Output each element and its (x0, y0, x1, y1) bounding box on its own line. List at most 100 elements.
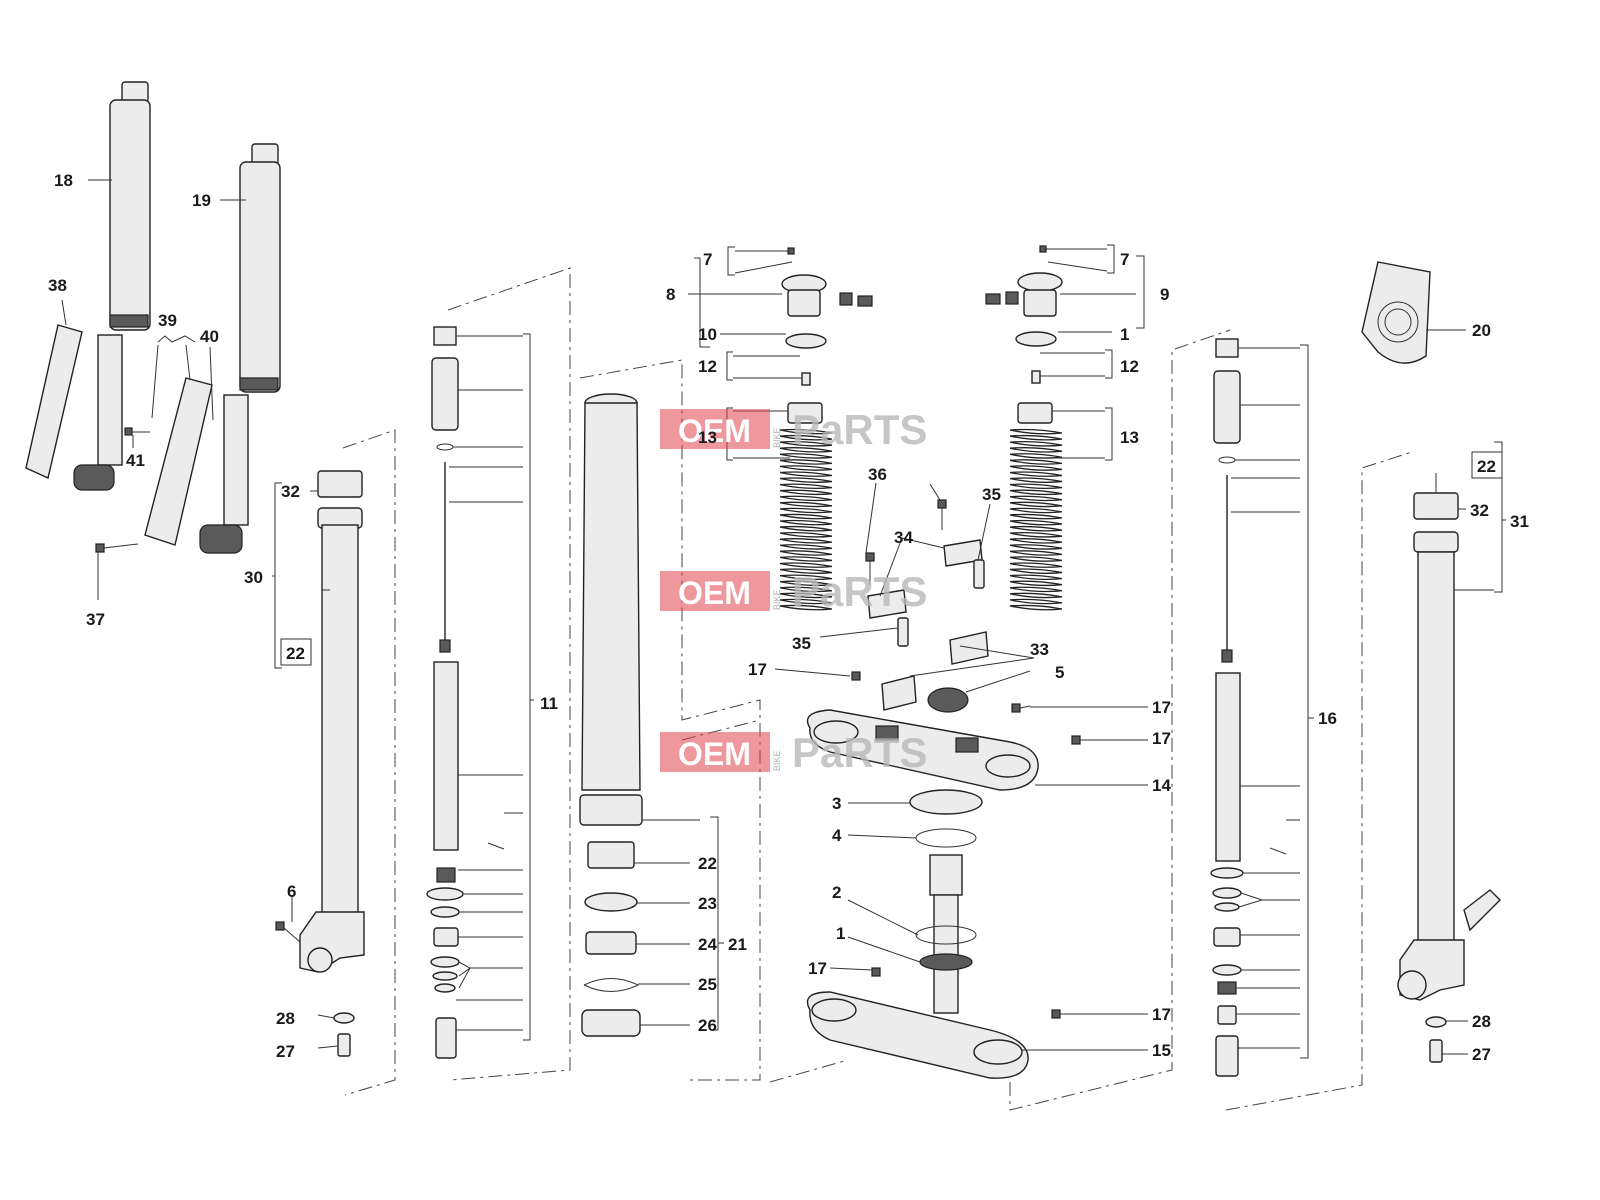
label-35-left: 35 (792, 634, 811, 653)
dashed-outline-15 (1009, 329, 1231, 1111)
label-1-bottom: 1 (836, 924, 845, 943)
label-16: 16 (1318, 709, 1337, 728)
label-28-left: 28 (276, 1009, 295, 1028)
label-2: 2 (832, 883, 841, 902)
label-33: 33 (1030, 640, 1049, 659)
svg-text:PaRTS: PaRTS (792, 568, 927, 615)
spring-left (779, 428, 833, 611)
svg-text:PaRTS: PaRTS (792, 406, 927, 453)
washer-28-left (333, 1012, 355, 1024)
label-24: 24 (698, 935, 717, 954)
label-25: 25 (698, 975, 717, 994)
outer-tube-right (1397, 492, 1501, 1063)
label-22-center: 22 (698, 854, 717, 873)
fork-guard-39 (144, 377, 213, 546)
damper-cartridge-right (1210, 338, 1287, 1077)
label-40: 40 (200, 327, 219, 346)
steering-stem (871, 789, 983, 1014)
label-3: 3 (832, 794, 841, 813)
upper-triple-clamp (806, 671, 1081, 791)
outer-slider-center (579, 393, 643, 1037)
label-20: 20 (1472, 321, 1491, 340)
dashed-outline-11 (447, 267, 571, 1081)
label-41: 41 (126, 451, 145, 470)
boxed-label-frame-left (280, 638, 312, 666)
dashed-outline-21 (579, 359, 761, 1081)
label-22-right: 22 (1477, 457, 1496, 476)
screw-37 (95, 543, 139, 553)
screw-41 (124, 427, 150, 436)
decal-20 (1361, 261, 1431, 364)
label-39: 39 (158, 311, 177, 330)
label-5: 5 (1055, 663, 1064, 682)
label-17-d: 17 (808, 959, 827, 978)
svg-text:OEM: OEM (678, 413, 751, 449)
label-19: 19 (192, 191, 211, 210)
dashed-outline-15b (769, 1059, 849, 1083)
label-12-left: 12 (698, 357, 717, 376)
bolt-6 (275, 921, 301, 943)
label-10: 10 (698, 325, 717, 344)
label-26: 26 (698, 1016, 717, 1035)
label-23: 23 (698, 894, 717, 913)
label-27-left: 27 (276, 1042, 295, 1061)
label-6: 6 (287, 882, 296, 901)
watermark-1: OEM BIKE PaRTS (660, 406, 927, 453)
fork-leg-19 (199, 143, 281, 554)
svg-text:PaRTS: PaRTS (792, 729, 927, 776)
label-14: 14 (1152, 776, 1171, 795)
label-32-left: 32 (281, 482, 300, 501)
label-13-left: 13 (698, 428, 717, 447)
svg-text:OEM: OEM (678, 736, 751, 772)
label-18: 18 (54, 171, 73, 190)
label-37: 37 (86, 610, 105, 629)
part-labels: 18 19 38 39 40 41 37 32 30 22 6 28 27 11… (48, 171, 1529, 1064)
dashed-outline-30 (342, 429, 396, 1096)
label-7-right: 7 (1120, 250, 1129, 269)
label-15: 15 (1152, 1041, 1171, 1060)
label-7-left: 7 (703, 250, 712, 269)
spring-right (1009, 428, 1063, 611)
label-4: 4 (832, 826, 842, 845)
top-cap-left (781, 247, 873, 424)
label-27-right: 27 (1472, 1045, 1491, 1064)
label-30: 30 (244, 568, 263, 587)
watermark-2: OEM BIKE PaRTS (660, 568, 927, 615)
svg-text:BIKE: BIKE (772, 750, 782, 771)
outer-tube-left (299, 470, 365, 973)
svg-text:BIKE: BIKE (772, 589, 782, 610)
label-35-right: 35 (982, 485, 1001, 504)
label-31: 31 (1510, 512, 1529, 531)
label-17-b: 17 (1152, 698, 1171, 717)
label-17-c: 17 (1152, 729, 1171, 748)
label-8: 8 (666, 285, 675, 304)
label-34: 34 (894, 528, 913, 547)
lower-triple-clamp (806, 991, 1061, 1079)
top-cap-right (985, 245, 1063, 424)
fork-leg-18 (73, 81, 151, 491)
label-21: 21 (728, 935, 747, 954)
label-22-left: 22 (286, 644, 305, 663)
label-12-right: 12 (1120, 357, 1139, 376)
bolt-27-left (337, 1033, 351, 1057)
label-38: 38 (48, 276, 67, 295)
boxed-label-frame-right (1471, 451, 1503, 479)
label-36: 36 (868, 465, 887, 484)
label-11: 11 (540, 694, 558, 713)
label-1-top: 1 (1120, 325, 1129, 344)
label-17-a: 17 (748, 660, 767, 679)
label-13-right: 13 (1120, 428, 1139, 447)
leader-lines (61, 179, 1506, 1059)
label-32-right: 32 (1470, 501, 1489, 520)
handlebar-clamps (865, 499, 989, 711)
damper-cartridge-left (426, 326, 505, 1059)
label-28-right: 28 (1472, 1012, 1491, 1031)
label-9: 9 (1160, 285, 1169, 304)
svg-text:BIKE: BIKE (772, 427, 782, 448)
dashed-outline-16 (1225, 451, 1413, 1111)
fork-guard-38 (25, 324, 83, 479)
svg-text:OEM: OEM (678, 575, 751, 611)
watermark-3: OEM BIKE PaRTS (660, 729, 927, 776)
label-17-e: 17 (1152, 1005, 1171, 1024)
